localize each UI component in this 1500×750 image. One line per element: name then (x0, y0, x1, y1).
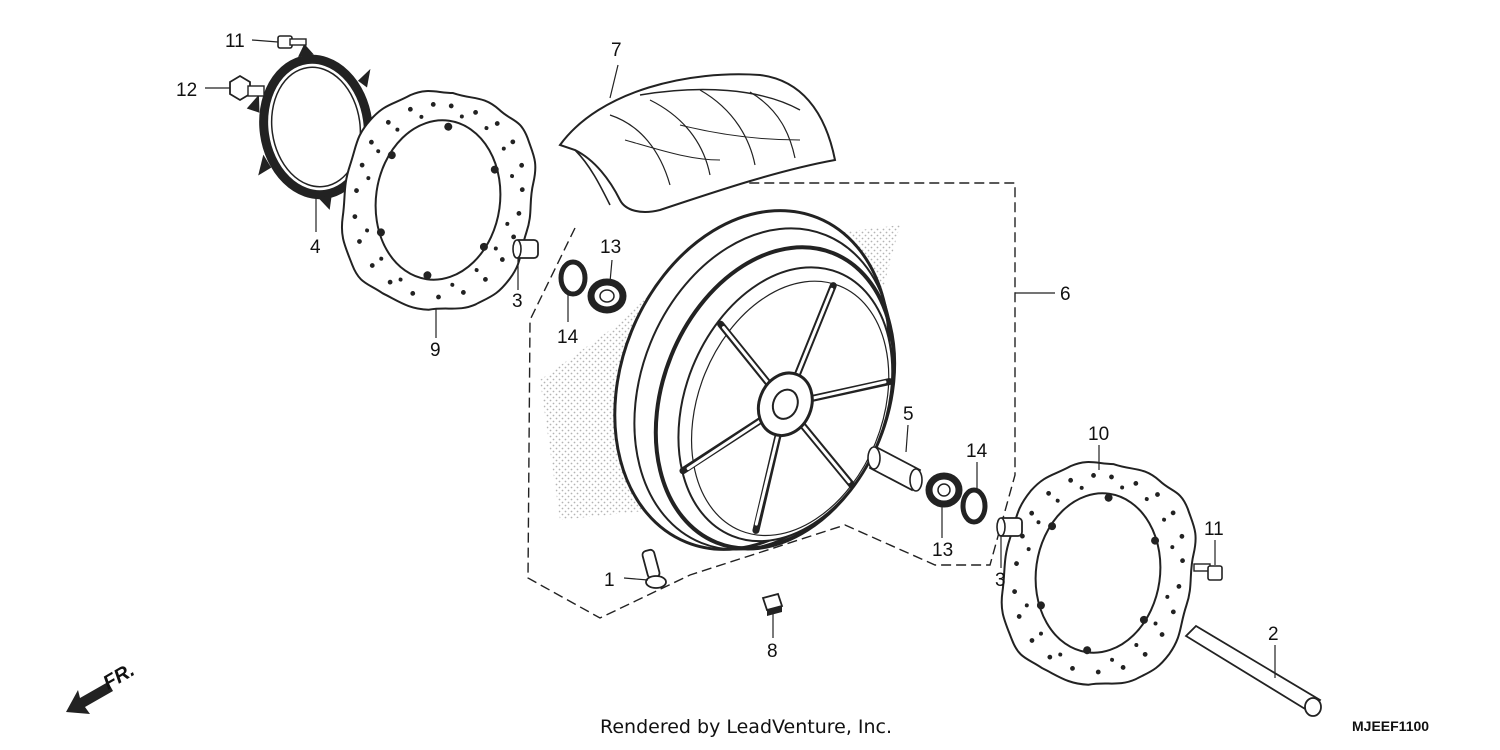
callout-3-left: 3 (512, 291, 523, 312)
tire-part-7[interactable] (558, 73, 837, 213)
bearing-part-13-right[interactable] (925, 472, 963, 508)
wheel-rim-part-6[interactable] (566, 169, 947, 595)
assembly-boundary (527, 182, 1016, 619)
callout-3-right: 3 (995, 570, 1006, 591)
callout-4: 4 (310, 237, 321, 258)
callout-14-right: 14 (966, 441, 988, 462)
collar-part-3-left[interactable] (512, 239, 539, 259)
front-direction-arrow: FR. (66, 659, 138, 714)
leader-lines (205, 39, 1276, 678)
callout-7: 7 (611, 40, 622, 61)
callout-9: 9 (430, 340, 441, 361)
render-credit: Rendered by LeadVenture, Inc. (600, 716, 892, 738)
callout-11-right: 11 (1204, 519, 1224, 540)
callout-5: 5 (903, 404, 914, 425)
callout-10: 10 (1088, 424, 1109, 445)
brake-disc-part-9[interactable] (330, 80, 546, 322)
diagram-code: MJEEF1100 (1352, 718, 1429, 734)
dust-seal-part-14-left[interactable] (558, 259, 588, 297)
callout-14-left: 14 (557, 327, 579, 348)
bolt-part-12[interactable] (229, 74, 265, 102)
valve-stem-part-1[interactable] (641, 548, 667, 589)
collar-part-3-right[interactable] (996, 517, 1023, 537)
bearing-part-13-left[interactable] (587, 278, 627, 314)
balance-weight-part-8[interactable] (761, 592, 784, 616)
callout-8: 8 (767, 641, 778, 662)
callout-11-top: 11 (225, 31, 245, 52)
callout-2: 2 (1268, 624, 1279, 645)
dust-seal-part-14-right[interactable] (960, 487, 988, 525)
callout-6: 6 (1060, 284, 1071, 305)
bolt-part-11-right[interactable] (1193, 563, 1223, 581)
callout-13-left: 13 (600, 237, 621, 258)
callout-12: 12 (176, 80, 197, 101)
callout-13-right: 13 (932, 540, 953, 561)
bolt-part-11-top[interactable] (277, 35, 307, 49)
distance-collar-part-5[interactable] (867, 446, 923, 492)
brake-disc-part-10[interactable] (989, 451, 1205, 697)
callout-1: 1 (604, 570, 615, 591)
axle-part-2[interactable] (1184, 624, 1322, 717)
